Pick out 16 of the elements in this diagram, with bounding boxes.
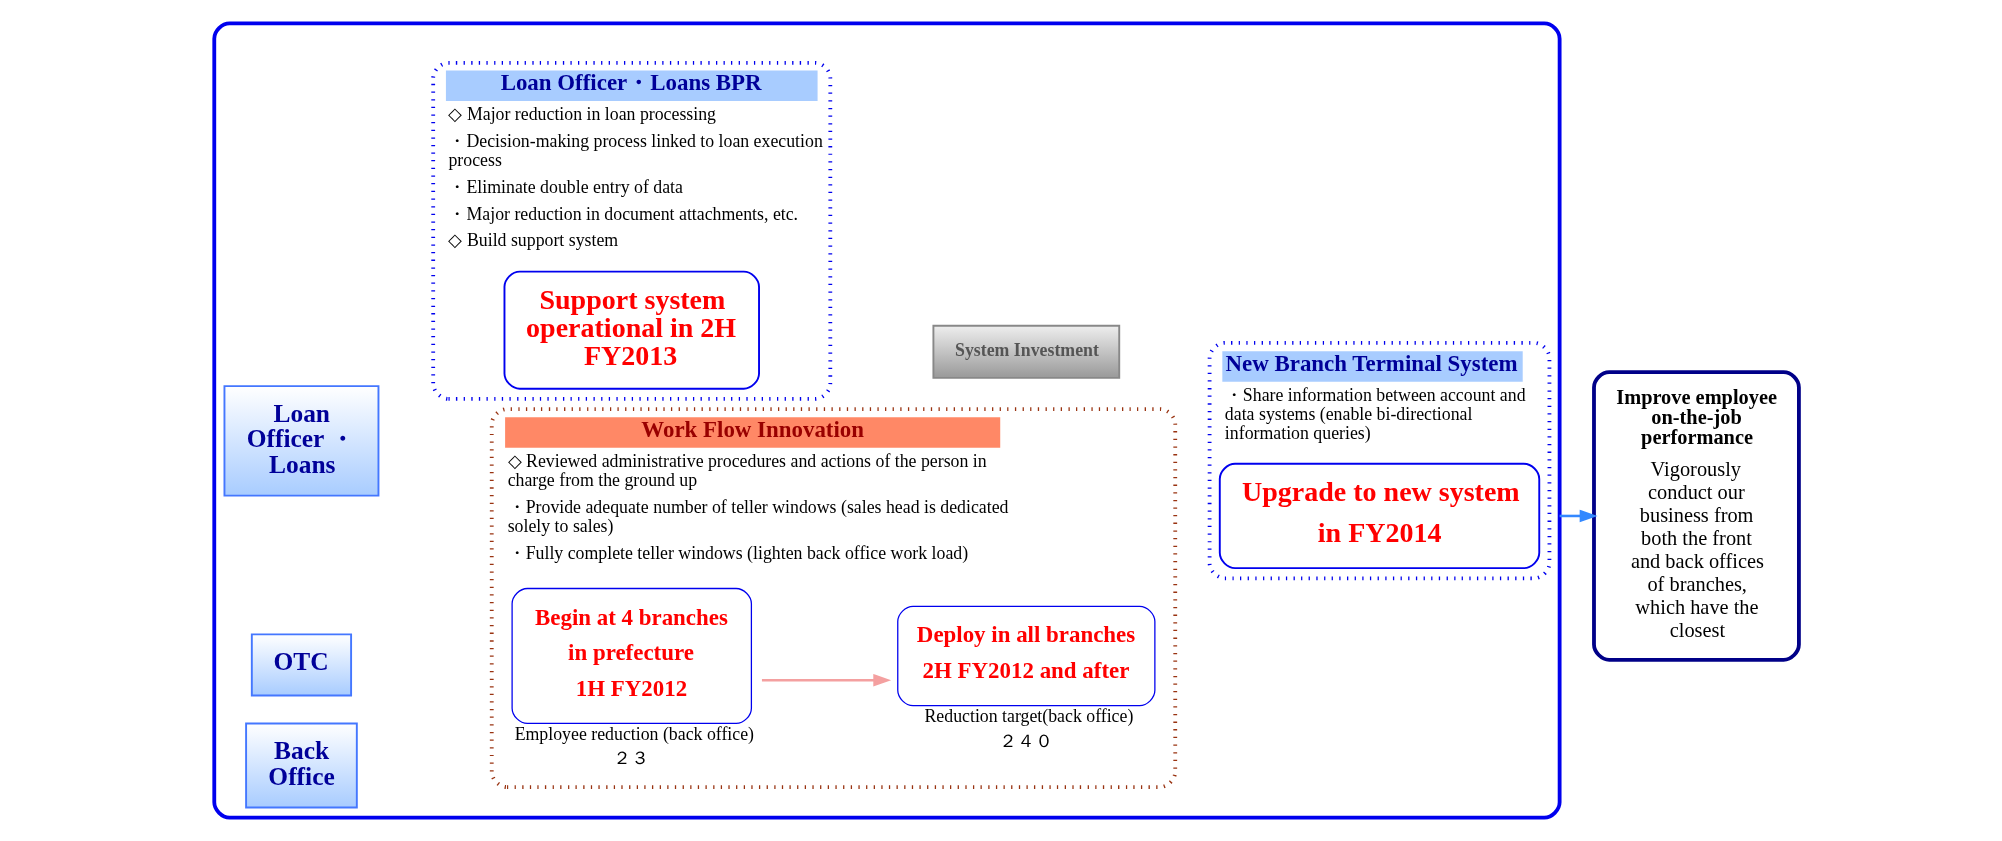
arrow bbox=[761, 673, 891, 687]
node-box: Begin at 4 branches in prefecture 1H FY2012 bbox=[510, 587, 752, 725]
node-label: Employee reduction (back office) bbox=[514, 724, 754, 745]
node-label: Reduction target(back office) bbox=[924, 706, 1133, 727]
arrow bbox=[1559, 509, 1598, 523]
node-box: Upgrade to new system in FY2014 bbox=[1218, 462, 1540, 570]
node-box: Loan Officer ・ Loans bbox=[223, 385, 379, 497]
node-box: Improve employee on-the-job performance Vigorously conduct our business from both the front and back offices of branches, which have the closest bbox=[1591, 370, 1801, 662]
node-box: Support system operational in 2H FY2013 bbox=[503, 270, 760, 390]
cluster bbox=[211, 21, 1562, 820]
node-box: Deploy in all branches 2H FY2012 and after bbox=[896, 605, 1155, 707]
node-box: System Investment bbox=[931, 324, 1120, 379]
node-label: ２４０ bbox=[998, 730, 1053, 751]
node-box: OTC bbox=[250, 633, 352, 697]
node-label: ２３ bbox=[612, 748, 649, 769]
node-box: Back Office bbox=[244, 722, 358, 809]
